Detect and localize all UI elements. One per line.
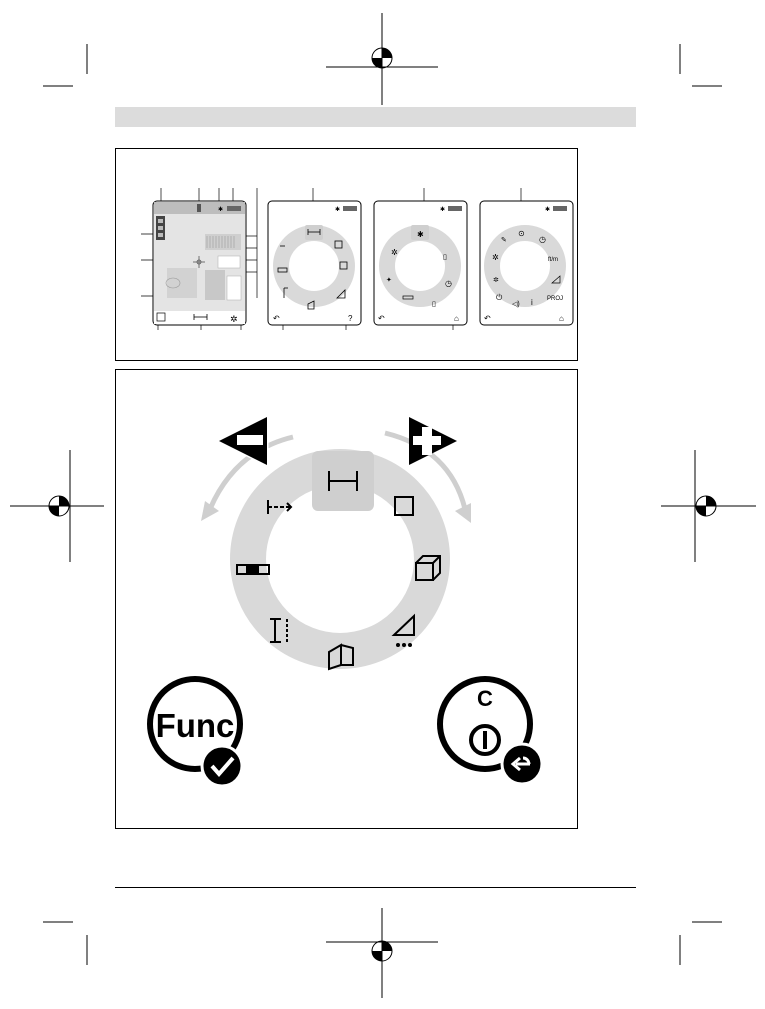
screen-measurement-display: ✱ ✲: [152, 200, 247, 326]
help-icon: ?: [348, 314, 353, 323]
wall-area-icon: [328, 643, 354, 671]
back-arrow-icon: [500, 742, 544, 786]
svg-text:◷: ◷: [539, 235, 546, 244]
indirect-triangle-icon: [391, 613, 415, 636]
battery-icon: [197, 204, 201, 212]
continuous-length-icon: [267, 500, 293, 514]
settings-icon: ✲: [230, 314, 238, 324]
back-icon: ↶: [272, 314, 280, 323]
clear-power-button[interactable]: C: [437, 676, 544, 786]
svg-text:✲: ✲: [493, 276, 499, 284]
area-icon: [394, 496, 414, 516]
trapezoid-height-icon: [270, 618, 288, 643]
home-icon: ⌂: [454, 314, 459, 323]
level-icon: [236, 564, 270, 575]
bluetooth-icon: ✱: [218, 206, 223, 213]
svg-text:▯: ▯: [443, 254, 447, 261]
svg-text:PROJ: PROJ: [547, 296, 563, 302]
func-label: Func: [156, 707, 235, 744]
svg-text:i: i: [531, 298, 533, 307]
svg-text:ft/m: ft/m: [548, 257, 558, 263]
check-icon: [200, 744, 244, 788]
svg-text:▯: ▯: [432, 301, 436, 308]
back-icon: ↶: [377, 314, 385, 323]
volume-icon: [415, 555, 441, 581]
svg-text:✲: ✲: [492, 253, 499, 262]
function-wheel-detail: Func C: [147, 414, 544, 788]
rotation-arrows: [201, 430, 471, 523]
screen-function-wheel-measure: ✱ ↶ ?: [267, 200, 362, 326]
crosshair-icon: [193, 256, 205, 268]
bluetooth-icon: ✱: [545, 206, 550, 213]
svg-text:✎: ✎: [501, 237, 507, 244]
overview-figure-frame: [115, 148, 578, 361]
plus-icon: [409, 417, 457, 465]
clear-label: C: [477, 686, 493, 711]
bluetooth-icon: ✱: [440, 206, 445, 213]
svg-text:✱: ✱: [417, 230, 424, 239]
footer-rule: [115, 887, 636, 888]
svg-text:◷: ◷: [445, 279, 452, 288]
screen-function-wheel-tools: ✱ ✱ ✲ ▯ ✦ ◷ ▯ ↶ ⌂: [373, 200, 468, 326]
screen-function-wheel-settings: ✱ ⊙ ◷ ✎ ✲ ft/m ✲ ⏻ PROJ ◁) i ↶ ⌂: [479, 200, 574, 326]
list-icon: [156, 312, 166, 322]
overview-screens: ✱ ✲ ✱: [141, 188, 574, 330]
svg-text:✲: ✲: [391, 248, 398, 257]
function-wheel-figure-frame: [115, 369, 578, 829]
svg-text:✦: ✦: [386, 276, 392, 284]
power-icon: [469, 724, 501, 756]
length-icon: [328, 471, 358, 491]
back-icon: ↶: [483, 314, 491, 323]
svg-text:⏻: ⏻: [496, 293, 503, 302]
func-button[interactable]: Func: [147, 676, 244, 788]
svg-text:◁): ◁): [512, 301, 520, 308]
minus-icon: [215, 414, 269, 468]
header-band: [115, 107, 636, 127]
bluetooth-icon: ✱: [335, 206, 340, 213]
home-icon: ⌂: [559, 314, 564, 323]
svg-text:⊙: ⊙: [518, 229, 525, 238]
ruler-icon: [193, 314, 208, 320]
